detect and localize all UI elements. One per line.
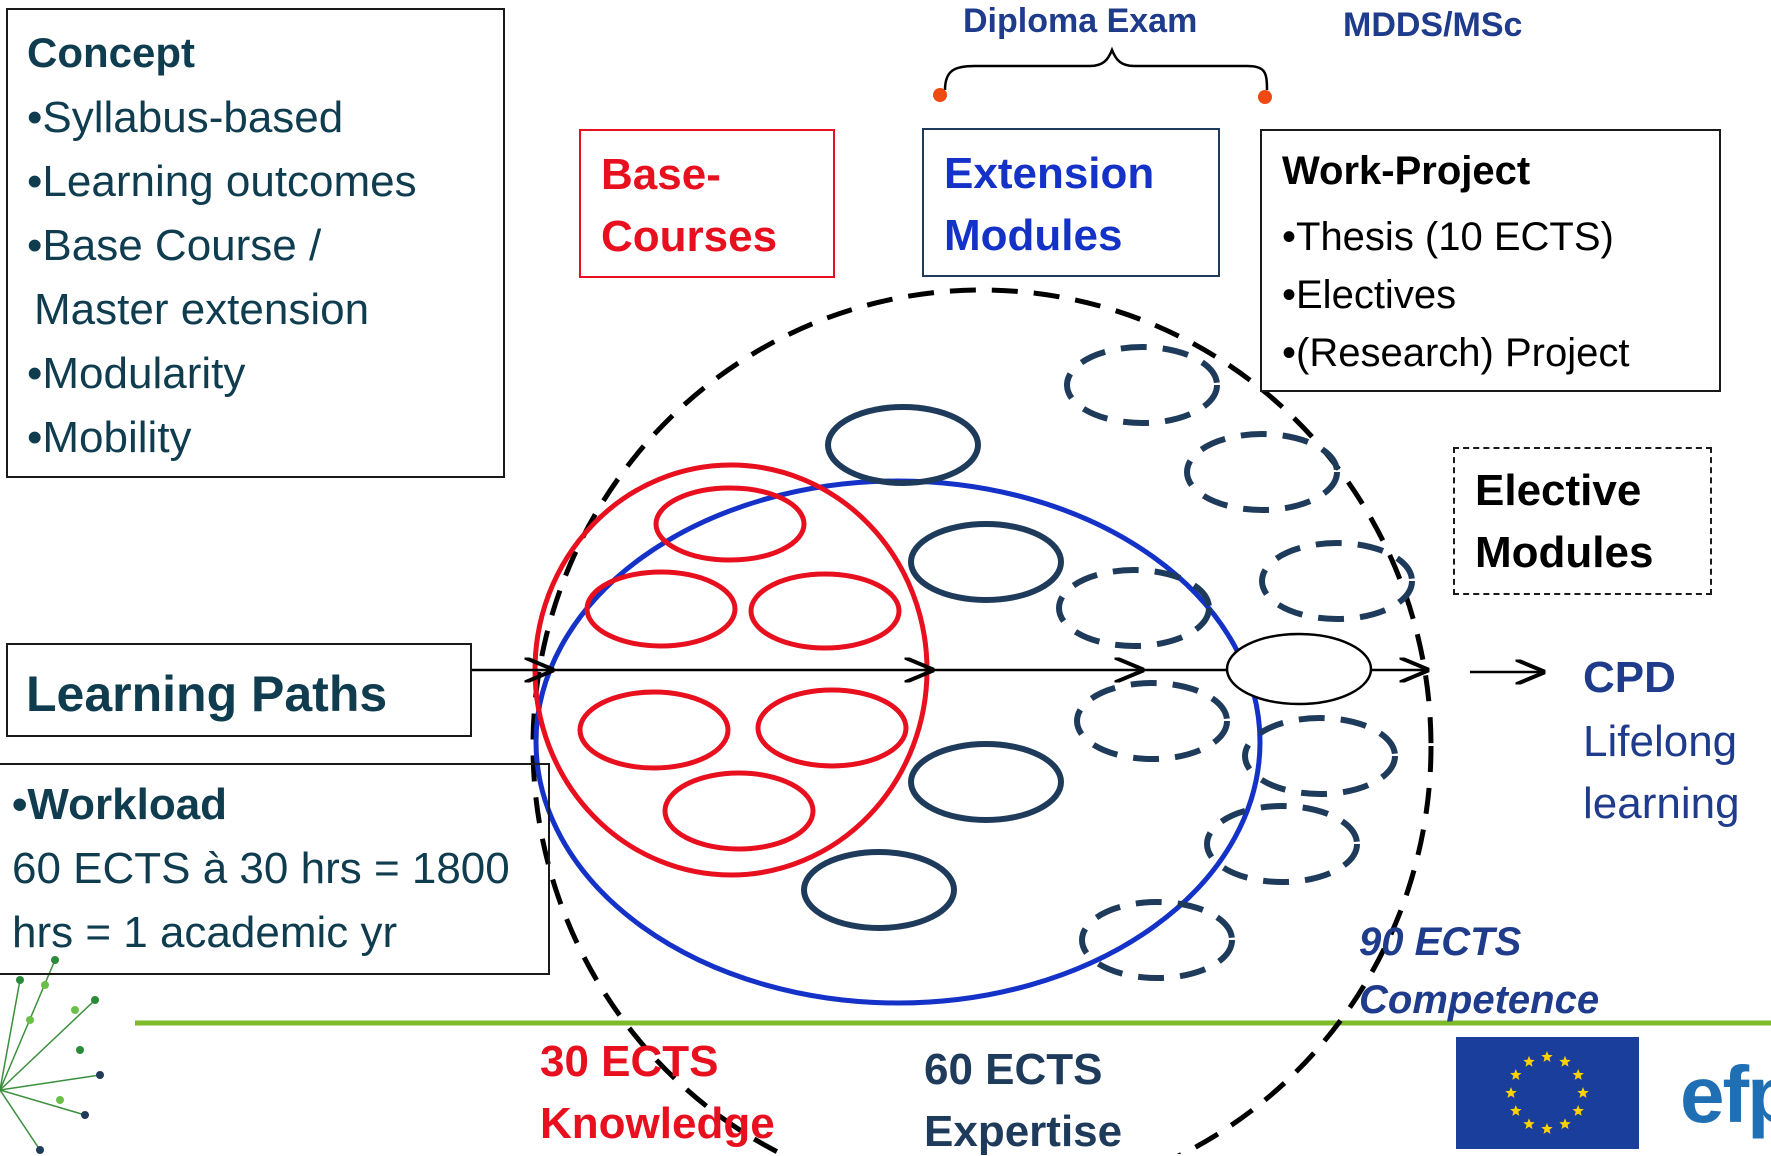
- base-course-module: [577, 689, 731, 771]
- mdds-msc-label: MDDS/MSc: [1343, 6, 1523, 44]
- base-course-module: [748, 571, 902, 651]
- work-project-item-thesis: •Thesis (10 ECTS): [1282, 215, 1614, 259]
- ects-30-value: 30 ECTS: [540, 1037, 719, 1086]
- eu-star: [1541, 1123, 1553, 1134]
- base-courses-line-2: Courses: [601, 212, 778, 261]
- eu-flag: [1456, 1037, 1639, 1149]
- workload-line-1: 60 ECTS à 30 hrs = 1800: [12, 844, 510, 893]
- elective-module: [1064, 344, 1220, 426]
- base-course-module: [584, 569, 738, 649]
- elective-modules-box: Elective Modules: [1453, 447, 1712, 595]
- concept-item-master-extension: Master extension: [34, 285, 370, 334]
- concept-item-base-course: •Base Course /: [27, 221, 322, 270]
- eu-star: [1523, 1055, 1535, 1067]
- extension-modules-line-1: Extension: [944, 149, 1155, 198]
- network-logo: [0, 956, 104, 1154]
- base-course-module: [662, 770, 816, 852]
- base-course-module: [653, 485, 807, 563]
- eu-star: [1505, 1087, 1517, 1098]
- concept-box: Concept •Syllabus-based •Learning outcom…: [6, 8, 505, 478]
- eu-star: [1523, 1118, 1535, 1129]
- work-project-item-electives: •Electives: [1282, 273, 1457, 317]
- concept-item-mobility: •Mobility: [27, 413, 192, 462]
- brace-dot-right: [1258, 90, 1272, 104]
- diploma-exam-brace: [943, 46, 1269, 91]
- base-courses-box: Base- Courses: [579, 129, 835, 278]
- extension-module: [801, 849, 957, 931]
- extension-module: [908, 521, 1064, 603]
- cpd-line-1: Lifelong: [1583, 717, 1738, 766]
- cpd-title: CPD: [1583, 653, 1676, 702]
- eu-star: [1559, 1118, 1571, 1129]
- competence-ellipse: [530, 287, 1434, 1154]
- efp-logo: efp: [1680, 1050, 1771, 1139]
- ects-90-label: Competence: [1359, 978, 1600, 1022]
- elective-module: [1242, 715, 1398, 797]
- extension-module: [908, 741, 1064, 823]
- elective-module: [1074, 680, 1230, 762]
- base-course-module: [755, 687, 909, 769]
- eu-star: [1572, 1069, 1584, 1080]
- diploma-exam-label: Diploma Exam: [963, 2, 1198, 40]
- ects-30-label: Knowledge: [540, 1099, 775, 1148]
- work-project-box: Work-Project •Thesis (10 ECTS) •Elective…: [1260, 129, 1721, 392]
- concept-item-modularity: •Modularity: [27, 349, 246, 398]
- learning-paths-box: Learning Paths: [6, 643, 472, 737]
- base-courses-line-1: Base-: [601, 150, 721, 199]
- eu-star: [1510, 1105, 1522, 1116]
- work-project-node: [1225, 632, 1373, 706]
- workload-box: •Workload 60 ECTS à 30 hrs = 1800 hrs = …: [0, 763, 550, 975]
- workload-line-2: hrs = 1 academic yr: [12, 908, 398, 957]
- brace-dot-left: [933, 88, 947, 102]
- eu-star: [1559, 1055, 1571, 1067]
- eu-star: [1572, 1105, 1584, 1116]
- concept-item-outcomes: •Learning outcomes: [27, 157, 417, 206]
- work-project-title: Work-Project: [1282, 149, 1531, 193]
- elective-modules-line-1: Elective: [1475, 466, 1642, 515]
- eu-star: [1510, 1069, 1522, 1080]
- extension-module: [825, 404, 981, 486]
- work-project-item-research: •(Research) Project: [1282, 331, 1630, 375]
- elective-module: [1184, 431, 1340, 513]
- ects-90-value: 90 ECTS: [1359, 920, 1522, 964]
- ects-60-value: 60 ECTS: [924, 1045, 1103, 1094]
- elective-module: [1056, 567, 1212, 649]
- elective-module: [1259, 540, 1415, 622]
- extension-modules-box: Extension Modules: [922, 128, 1220, 277]
- elective-module: [1079, 899, 1235, 981]
- elective-modules-line-2: Modules: [1475, 528, 1654, 577]
- concept-item-syllabus: •Syllabus-based: [27, 93, 344, 142]
- elective-module: [1204, 803, 1360, 885]
- cpd-line-2: learning: [1583, 779, 1740, 828]
- eu-star: [1577, 1087, 1589, 1098]
- eu-star: [1541, 1051, 1553, 1062]
- workload-title: •Workload: [12, 780, 228, 829]
- learning-paths-label: Learning Paths: [26, 666, 388, 722]
- ects-60-label: Expertise: [924, 1107, 1123, 1156]
- extension-modules-line-2: Modules: [944, 211, 1123, 260]
- concept-title: Concept: [27, 29, 195, 76]
